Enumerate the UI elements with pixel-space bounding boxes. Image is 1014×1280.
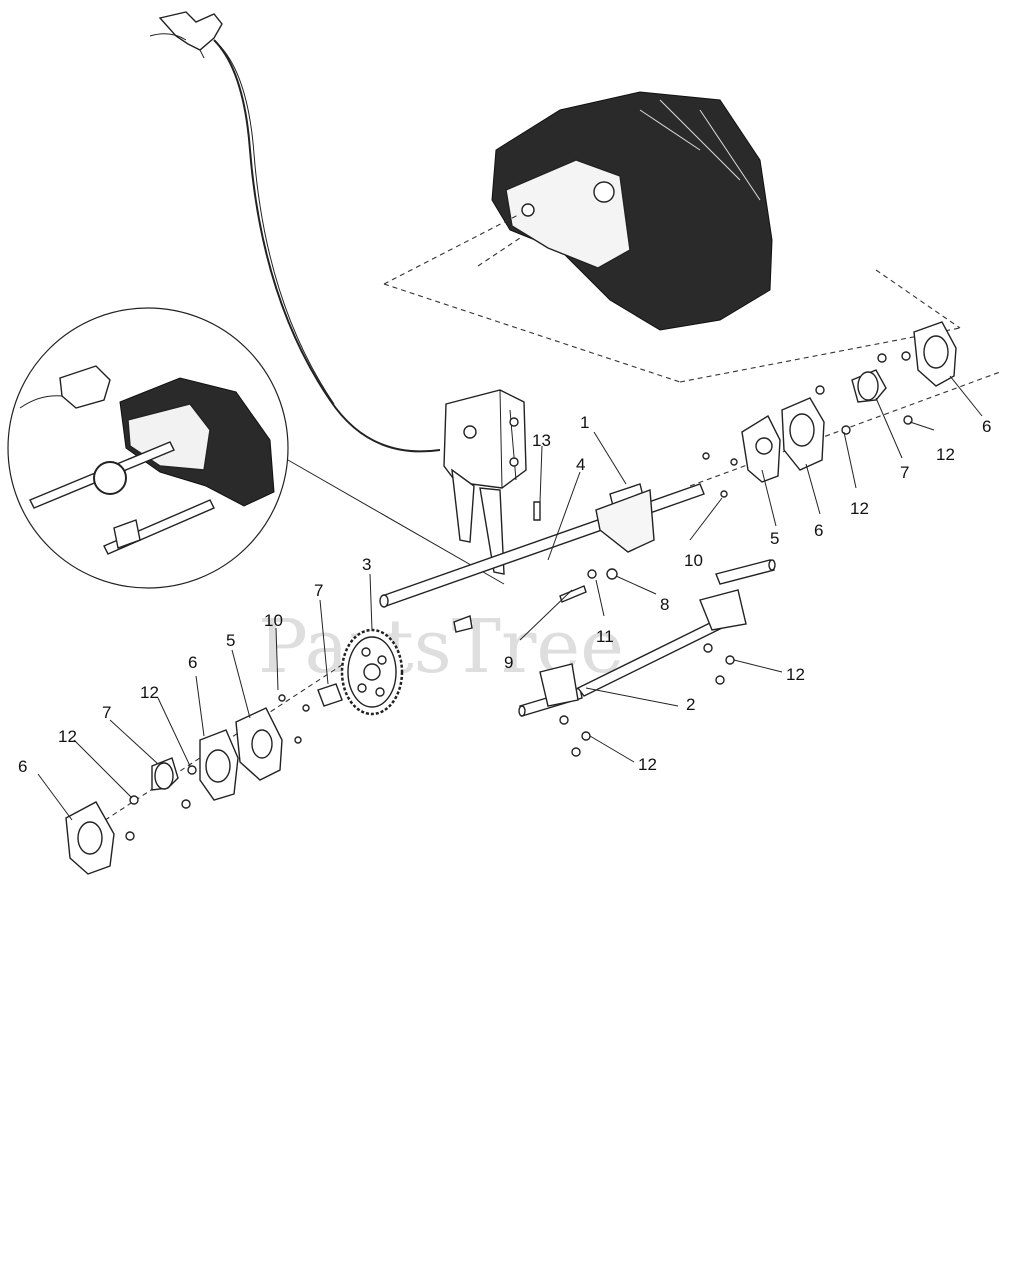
callout-12-crank-bottom: 12 (638, 755, 657, 774)
callout-5-left: 5 (226, 631, 235, 650)
callout-labels: 1 2 3 4 5 5 6 6 6 6 7 7 7 8 9 10 10 11 1… (18, 413, 991, 776)
bearing-flange-right-mid (781, 397, 825, 471)
callout-4: 4 (576, 455, 585, 474)
callout-12-right-mid: 12 (850, 499, 869, 518)
drive-gear (340, 628, 404, 716)
bearing-spacer-left (317, 683, 343, 707)
callout-3: 3 (362, 555, 371, 574)
track-assembly (491, 91, 773, 331)
callout-7-right: 7 (900, 463, 909, 482)
crank-shaft (518, 559, 776, 717)
callout-5-right: 5 (770, 529, 779, 548)
callout-11: 11 (596, 627, 614, 646)
inset-leader-line (287, 459, 505, 585)
callout-12-crank-right: 12 (786, 665, 805, 684)
callout-1: 1 (580, 413, 589, 432)
callout-13: 13 (532, 431, 551, 450)
bearing-left (151, 757, 179, 791)
callout-9: 9 (504, 653, 513, 672)
leader-lines (37, 375, 983, 821)
callout-10-left: 10 (264, 611, 283, 630)
bearing-flange-right-inner (741, 415, 781, 483)
callout-7-left: 7 (102, 703, 111, 722)
callout-2: 2 (686, 695, 695, 714)
track-dashed-outline (383, 213, 961, 383)
callout-6-left-inner: 6 (188, 653, 197, 672)
inset-detail-view (7, 307, 289, 589)
callout-7-center: 7 (314, 581, 323, 600)
hardware-nuts-bolts (125, 351, 913, 841)
main-shaft (379, 483, 705, 633)
callout-6-left-outer: 6 (18, 757, 27, 776)
control-handle-lever (149, 11, 223, 59)
callout-6-right-outer: 6 (982, 417, 991, 436)
callout-8: 8 (660, 595, 669, 614)
drive-gear-box (443, 389, 527, 575)
callout-10-right: 10 (684, 551, 703, 570)
callout-12-left-inner: 12 (140, 683, 159, 702)
callout-6-right-inner: 6 (814, 521, 823, 540)
callout-12-left-outer: 12 (58, 727, 77, 746)
bearing-flange-left-inner (235, 707, 283, 781)
bearing-flange-left-outer (65, 801, 115, 875)
bearing-flange-right-outer (913, 321, 957, 387)
callout-12-right-outer: 12 (936, 445, 955, 464)
bearing-flange-left-mid (199, 729, 239, 801)
bearing-right (851, 369, 887, 403)
control-cable (213, 39, 441, 453)
